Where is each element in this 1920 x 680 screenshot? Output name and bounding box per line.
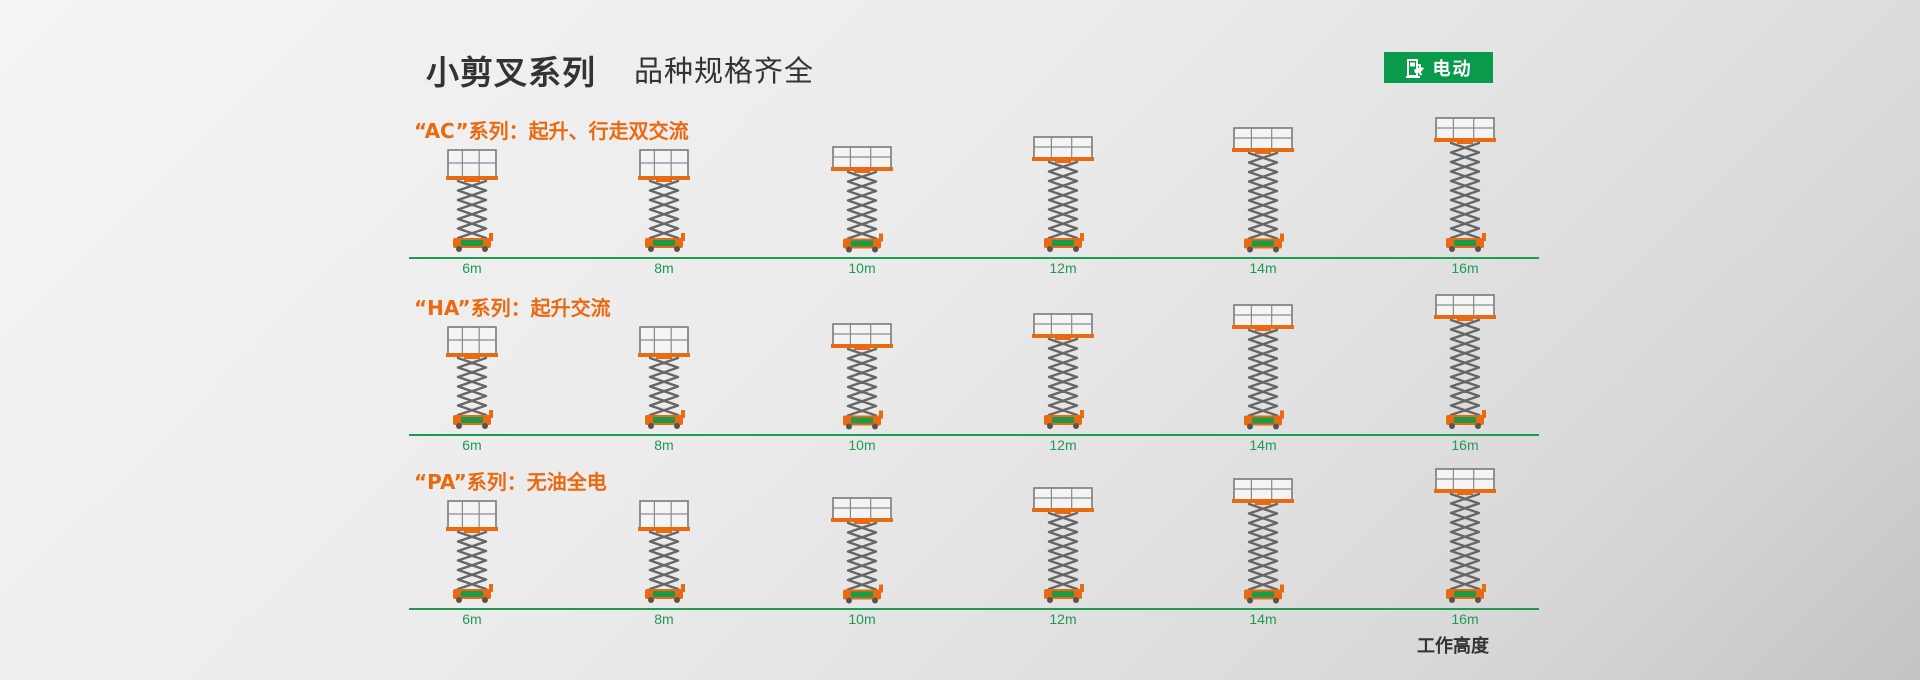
scissor-lift-icon	[635, 500, 693, 609]
scissor-lift-icon	[1431, 294, 1499, 435]
scissor-lift-icon	[828, 496, 896, 610]
series-label: “AC”系列：起升、行走双交流	[414, 119, 689, 143]
series-label: “HA”系列：起升交流	[414, 296, 611, 320]
scissor-lift-icon	[1229, 126, 1297, 259]
height-label: 10m	[848, 611, 876, 627]
height-label: 10m	[848, 260, 876, 276]
scissor-lift-icon	[1431, 468, 1499, 609]
height-label: 12m	[1049, 437, 1077, 453]
height-label: 14m	[1249, 611, 1277, 627]
height-label: 12m	[1049, 260, 1077, 276]
scissor-lift-icon	[1029, 487, 1097, 609]
height-label: 8m	[654, 611, 674, 627]
height-label: 16m	[1451, 611, 1479, 627]
page-subtitle: 品种规格齐全	[634, 54, 815, 88]
height-label: 8m	[654, 260, 674, 276]
height-label: 6m	[462, 437, 482, 453]
height-label: 6m	[462, 611, 482, 627]
height-label: 6m	[462, 260, 482, 276]
scissor-lift-icon	[443, 326, 501, 435]
scissor-lift-icon	[635, 149, 693, 258]
ground-line	[409, 434, 1539, 436]
scissor-lift-icon	[1431, 117, 1499, 258]
height-label: 16m	[1451, 437, 1479, 453]
height-label: 10m	[848, 437, 876, 453]
scissor-lift-icon	[1029, 313, 1097, 435]
scissor-lift-icon	[1229, 303, 1297, 436]
height-label: 14m	[1249, 260, 1277, 276]
eco-power-icon	[1405, 57, 1425, 79]
badge-label: 电动	[1432, 58, 1473, 80]
scissor-lift-icon	[828, 322, 896, 436]
height-label: 16m	[1451, 260, 1479, 276]
scissor-lift-icon	[443, 149, 501, 258]
electric-badge: 电动	[1384, 52, 1493, 83]
scissor-lift-icon	[1029, 136, 1097, 258]
scissor-lift-icon	[443, 500, 501, 609]
page-title: 小剪叉系列	[426, 53, 596, 92]
height-label: 12m	[1049, 611, 1077, 627]
scissor-lift-icon	[1229, 477, 1297, 610]
scissor-lift-icon	[828, 145, 896, 259]
scissor-lift-icon	[635, 326, 693, 435]
working-height-label: 工作高度	[1417, 636, 1489, 657]
ground-line	[409, 257, 1539, 259]
height-label: 8m	[654, 437, 674, 453]
ground-line	[409, 608, 1539, 610]
height-label: 14m	[1249, 437, 1277, 453]
series-label: “PA”系列：无油全电	[414, 470, 607, 494]
